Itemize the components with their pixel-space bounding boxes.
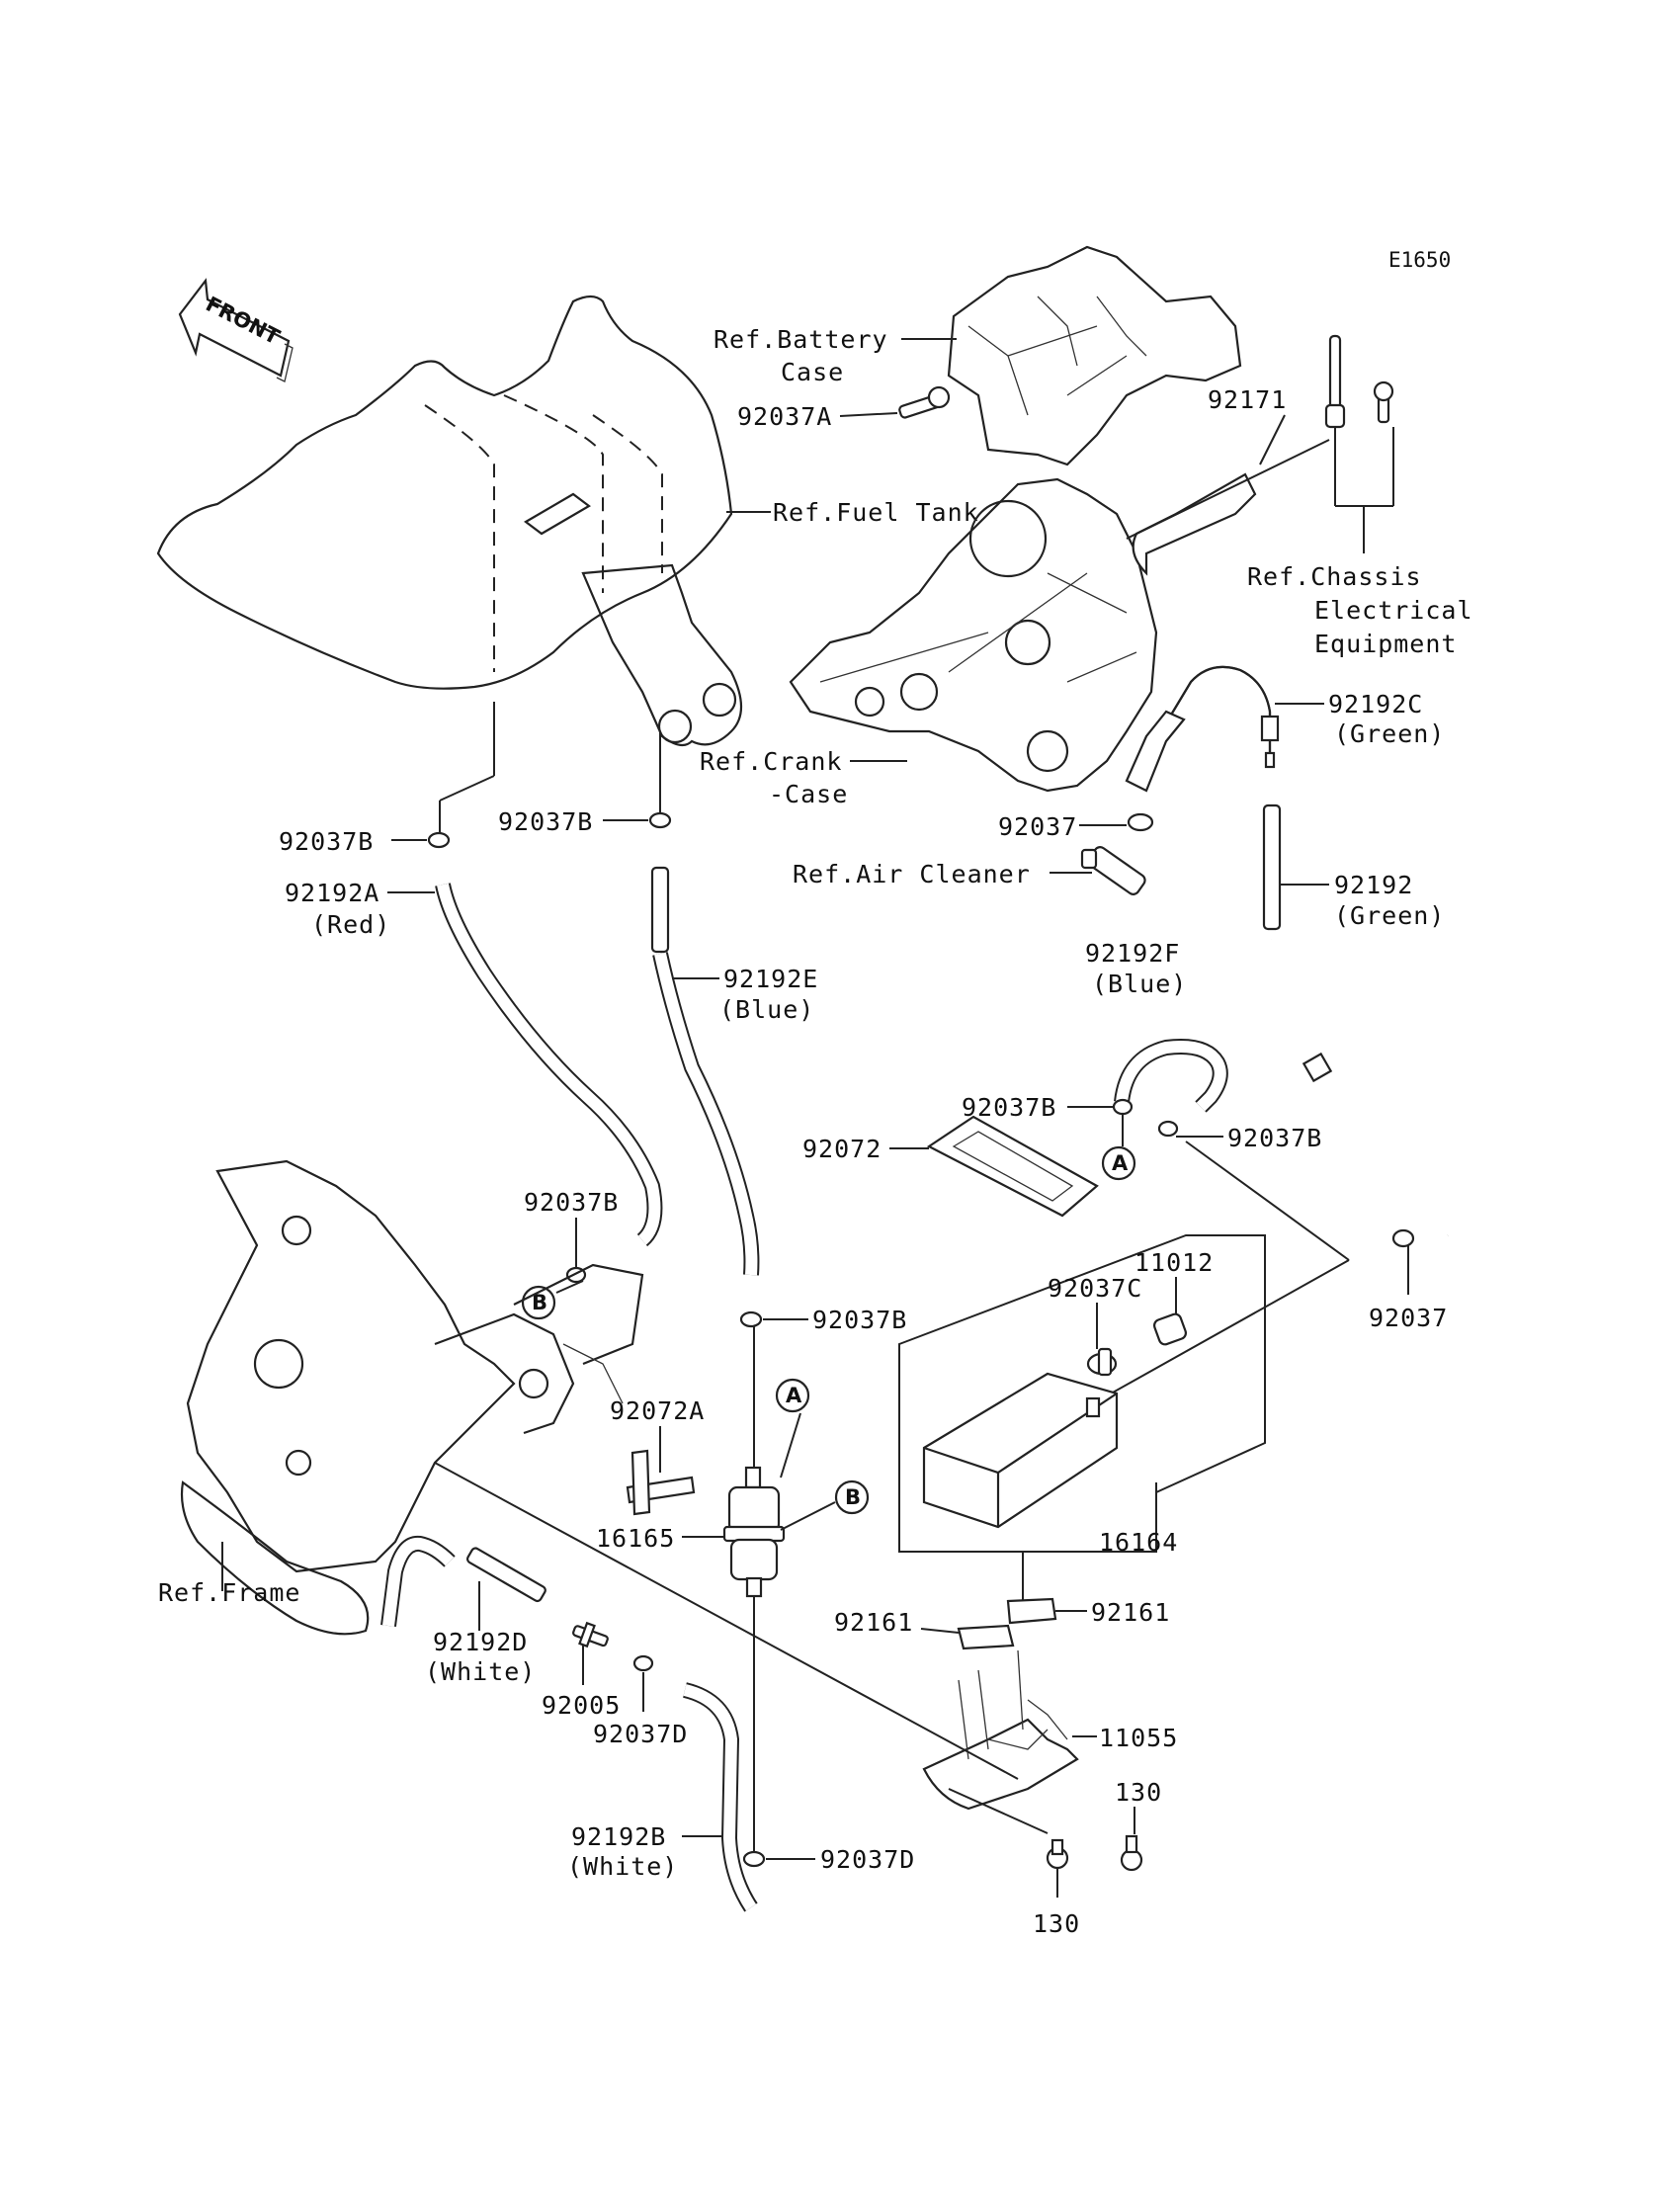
canister-outline-box xyxy=(898,1234,1266,1553)
part-92037d-b-label: 92037D xyxy=(820,1845,915,1874)
ref-fuel-tank-label: Ref.Fuel Tank xyxy=(773,498,979,527)
part-92161-l-label: 92161 xyxy=(834,1608,913,1637)
bracket-11055 xyxy=(922,1649,1079,1811)
part-92005-label: 92005 xyxy=(542,1691,621,1720)
front-arrow-icon: FRONT xyxy=(178,278,294,382)
callout-a-filter: A xyxy=(775,1378,810,1413)
part-92192d-label: 92192D xyxy=(433,1628,528,1656)
92037b-clamp-tm xyxy=(648,811,672,829)
strap-92072a xyxy=(626,1449,696,1516)
92037-clamp-r xyxy=(1391,1228,1415,1248)
crankcase-drawing xyxy=(789,477,1158,793)
part-92192d-color: (White) xyxy=(425,1657,536,1686)
fuel-filter-16165 xyxy=(722,1466,786,1598)
part-16164-label: 16164 xyxy=(1099,1528,1178,1557)
part-92192c-label: 92192C xyxy=(1328,690,1423,718)
part-92192a-color: (Red) xyxy=(311,910,390,939)
part-92192b-color: (White) xyxy=(567,1852,678,1881)
ref-crankcase-label-2: -Case xyxy=(769,780,848,808)
frame-drawing xyxy=(180,1159,644,1636)
bolt-130-right xyxy=(1120,1834,1143,1872)
part-92037b-f1-label: 92037B xyxy=(962,1093,1056,1122)
part-92171-label: 92171 xyxy=(1208,385,1287,414)
part-11055-label: 11055 xyxy=(1099,1724,1178,1752)
part-130-b-label: 130 xyxy=(1033,1909,1080,1938)
part-92037b-tl-label: 92037B xyxy=(279,827,374,856)
hose-92192a xyxy=(435,883,663,1247)
part-92037b-m-label: 92037B xyxy=(812,1306,907,1334)
part-92161-r-label: 92161 xyxy=(1091,1598,1170,1627)
part-92037c-label: 92037C xyxy=(1048,1274,1142,1303)
92037b-clamp-f1 xyxy=(1112,1098,1134,1116)
part-92192a-label: 92192A xyxy=(285,879,379,907)
part-92037b-b-label: 92037B xyxy=(524,1188,619,1217)
hose-92192b xyxy=(682,1682,758,1912)
part-130-r-label: 130 xyxy=(1115,1778,1162,1807)
part-92037a-label: 92037A xyxy=(737,402,832,431)
svg-text:A: A xyxy=(786,1384,802,1407)
hose-air-cleaner-short xyxy=(1125,710,1186,793)
part-92192b-label: 92192B xyxy=(571,1822,666,1851)
hose-92192c xyxy=(1157,665,1280,769)
ref-chassis-label-2: Electrical xyxy=(1314,596,1473,625)
part-92192-label: 92192 xyxy=(1334,871,1413,899)
hose-long-right xyxy=(1266,938,1461,1240)
battery-case-drawing xyxy=(947,245,1242,466)
callout-a-hose: A xyxy=(1101,1145,1136,1181)
part-92192f-label: 92192F xyxy=(1085,939,1180,968)
diagram-code: E1650 xyxy=(1388,248,1451,272)
svg-text:B: B xyxy=(845,1485,861,1509)
strap-92072 xyxy=(926,1115,1099,1218)
clamp-92037c xyxy=(1086,1347,1118,1377)
ref-battery-case-label-1: Ref.Battery xyxy=(714,325,888,354)
clamp-92037d-l xyxy=(632,1654,654,1672)
hose-92192e xyxy=(650,866,760,1276)
part-11012-label: 11012 xyxy=(1134,1248,1214,1277)
fuel-tank-drawing xyxy=(156,295,742,747)
canister-16164 xyxy=(922,1372,1119,1529)
part-92192f-color: (Blue) xyxy=(1092,970,1187,998)
92037-clamp-air xyxy=(1127,812,1154,832)
ref-crankcase-label-1: Ref.Crank xyxy=(700,747,842,776)
fitting-92005 xyxy=(572,1621,609,1648)
callout-b-filter: B xyxy=(834,1479,870,1515)
bolt-130-bottom xyxy=(1046,1838,1069,1870)
part-92192c-color: (Green) xyxy=(1334,719,1445,748)
part-92037-r-label: 92037 xyxy=(1369,1304,1448,1332)
chassis-hose-rod xyxy=(1324,334,1394,429)
hose-92192f xyxy=(1114,1039,1228,1113)
part-92037b-tm-label: 92037B xyxy=(498,807,593,836)
pad-92161-right xyxy=(1006,1597,1057,1625)
hose-92192 xyxy=(1262,803,1282,931)
part-16165-label: 16165 xyxy=(596,1524,675,1553)
92037b-clamp-m xyxy=(739,1310,763,1328)
ref-air-cleaner-label: Ref.Air Cleaner xyxy=(793,860,1031,888)
92037b-clamp-tl xyxy=(427,831,451,849)
part-92192-color: (Green) xyxy=(1334,901,1445,930)
svg-text:B: B xyxy=(532,1291,547,1314)
92171-bracket xyxy=(1132,472,1257,576)
part-92037-air-label: 92037 xyxy=(998,812,1077,841)
air-cleaner-tee xyxy=(1080,846,1146,895)
92037a-bolt xyxy=(898,385,951,419)
cap-11012 xyxy=(1152,1312,1188,1346)
ref-chassis-label-3: Equipment xyxy=(1314,630,1457,658)
clamp-92037d-b xyxy=(742,1850,766,1868)
pad-92161-left xyxy=(957,1624,1015,1650)
hose-92192d xyxy=(380,1535,546,1628)
part-92192e-color: (Blue) xyxy=(719,995,814,1024)
part-92072-label: 92072 xyxy=(802,1135,882,1163)
92037b-clamp-f2 xyxy=(1157,1120,1179,1138)
svg-text:A: A xyxy=(1112,1151,1129,1175)
ref-chassis-label-1: Ref.Chassis xyxy=(1247,562,1422,591)
part-92072a-label: 92072A xyxy=(610,1396,705,1425)
ref-battery-case-label-2: Case xyxy=(781,358,844,386)
ref-frame-label: Ref.Frame xyxy=(158,1578,300,1607)
part-92037b-f2-label: 92037B xyxy=(1227,1124,1322,1152)
part-92037d-l-label: 92037D xyxy=(593,1720,688,1748)
callout-b-left: B xyxy=(521,1285,556,1320)
part-92192e-label: 92192E xyxy=(723,965,818,993)
